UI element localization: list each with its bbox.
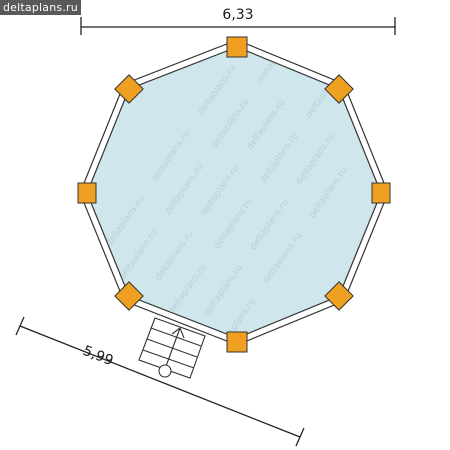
- post: [324, 281, 354, 311]
- post: [226, 331, 248, 353]
- side-dimension-label: 5,99: [81, 343, 116, 369]
- site-label: deltaplans.ru: [0, 0, 81, 15]
- post: [324, 74, 354, 104]
- top-dimension: 6,33: [80, 7, 396, 35]
- stair-arrow-icon: [138, 317, 206, 379]
- post: [371, 182, 391, 204]
- post: [114, 74, 144, 104]
- posts: [77, 36, 391, 353]
- post: [77, 182, 97, 204]
- post: [226, 36, 248, 58]
- octagon-floor: deltaplans.ru deltaplans.ru deltaplans.r…: [79, 39, 389, 346]
- post: [114, 281, 144, 311]
- top-dimension-label: 6,33: [222, 7, 253, 23]
